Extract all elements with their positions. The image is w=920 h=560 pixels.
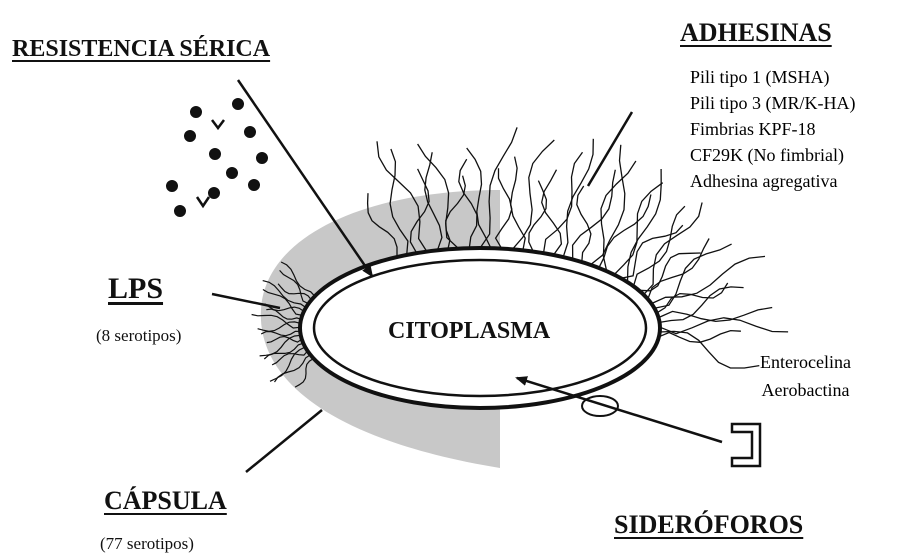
- fiber: [512, 140, 554, 249]
- capsule-subtitle: (77 serotipos): [100, 534, 194, 554]
- siderophores-list: Enterocelina Aerobactina: [760, 348, 851, 404]
- siderophore-receptor-icon: [732, 424, 760, 466]
- fiber: [660, 287, 744, 323]
- lps-subtitle: (8 serotipos): [96, 326, 181, 346]
- adhesins-title: ADHESINAS: [680, 18, 832, 48]
- fiber: [657, 283, 728, 313]
- capsule-title: CÁPSULA: [104, 486, 227, 516]
- antibody-icon: [167, 99, 268, 217]
- fiber: [644, 203, 703, 295]
- siderophore-item: Aerobactina: [760, 376, 851, 404]
- adhesin-item: Pili tipo 1 (MSHA): [690, 64, 856, 90]
- fiber: [651, 256, 765, 303]
- serum-resistance-title: RESISTENCIA SÉRICA: [12, 36, 270, 63]
- adhesin-item: Adhesina agregativa: [690, 168, 856, 194]
- fiber: [648, 239, 709, 300]
- fiber: [563, 139, 593, 257]
- cytoplasm-label: CITOPLASMA: [388, 318, 550, 345]
- fiber: [591, 161, 636, 265]
- fiber: [660, 331, 760, 368]
- fiber: [621, 225, 683, 278]
- fiber: [577, 186, 591, 262]
- siderophores-title: SIDERÓFOROS: [614, 510, 803, 540]
- adhesin-item: CF29K (No fimbrial): [690, 142, 856, 168]
- lps-title: LPS: [108, 272, 163, 306]
- capsule-pointer: [246, 410, 322, 472]
- fiber: [639, 253, 701, 291]
- adhesin-item: Fimbrias KPF-18: [690, 116, 856, 142]
- adhesin-item: Pili tipo 3 (MR/K-HA): [690, 90, 856, 116]
- adhesins-list: Pili tipo 1 (MSHA) Pili tipo 3 (MR/K-HA)…: [690, 64, 856, 194]
- fiber: [573, 170, 616, 260]
- siderophore-item: Enterocelina: [760, 348, 851, 376]
- siderophore-arrow: [517, 378, 722, 442]
